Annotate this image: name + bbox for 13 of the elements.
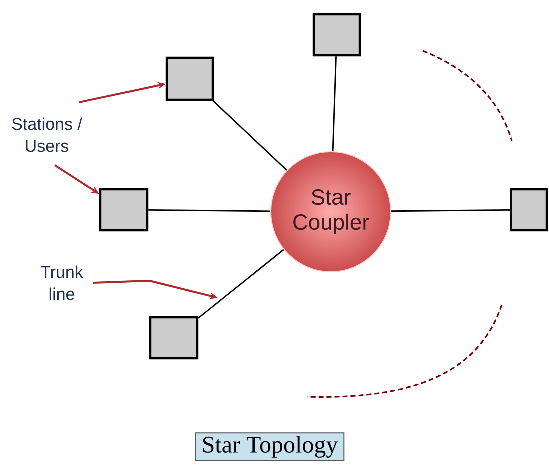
trunk-line [148, 210, 271, 212]
trunk-line [391, 209, 510, 212]
station-box [166, 56, 214, 102]
station-box [149, 316, 199, 360]
title-box: Star Topology [195, 432, 345, 462]
station-box [510, 188, 548, 232]
station-box [99, 188, 149, 232]
trunk-line [198, 249, 284, 319]
trunk-line [212, 100, 288, 171]
station-box [312, 13, 362, 57]
callout-text: Stations / Users [12, 118, 82, 152]
trunk-line [332, 56, 337, 152]
callout-text: Trunk line [40, 266, 84, 300]
